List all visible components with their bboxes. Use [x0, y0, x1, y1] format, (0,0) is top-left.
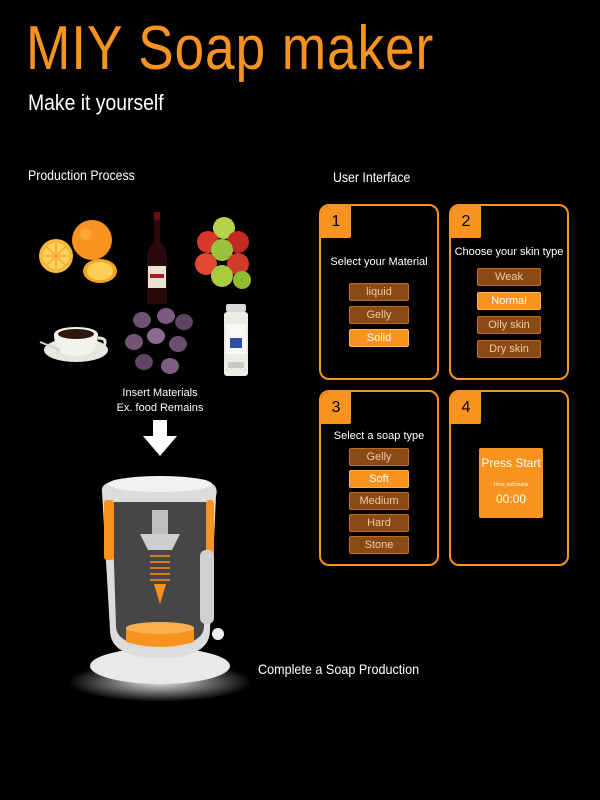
wine-bottle-image — [147, 212, 167, 304]
panel-title: Select your Material — [330, 256, 428, 268]
soap-option-medium[interactable]: Medium — [349, 492, 409, 510]
time-estimate-value: 00:00 — [495, 492, 527, 506]
panel-number: 4 — [451, 392, 481, 424]
ui-panel-1: 1 Select your Material liquid Gelly Soli… — [319, 204, 439, 380]
material-option-liquid[interactable]: liquid — [349, 283, 409, 301]
soap-maker-machine-image — [68, 476, 250, 702]
soap-option-soft[interactable]: Soft — [349, 470, 409, 488]
soap-option-gelly[interactable]: Gelly — [349, 448, 409, 466]
press-start-label: Press Start — [481, 456, 541, 470]
panel-number: 2 — [451, 206, 481, 238]
skin-option-normal[interactable]: Normal — [477, 292, 541, 310]
page-title: MIY Soap maker — [26, 14, 435, 83]
page-subtitle: Make it yourself — [28, 90, 164, 115]
material-options: liquid Gelly Solid — [321, 283, 437, 347]
panel-title: Choose your skin type — [454, 246, 564, 258]
oranges-image — [39, 220, 117, 283]
ui-panel-4: 4 Press Start time estimate 00:00 — [449, 390, 569, 566]
insert-caption-line1: Insert Materials — [122, 387, 198, 399]
material-option-gelly[interactable]: Gelly — [349, 306, 409, 324]
production-process-label: Production Process — [28, 167, 135, 183]
press-start-button[interactable]: Press Start time estimate 00:00 — [479, 448, 543, 518]
coffee-cup-image — [39, 327, 108, 362]
plums-image — [125, 308, 193, 374]
panel-number: 3 — [321, 392, 351, 424]
complete-production-caption: Complete a Soap Production — [258, 661, 420, 677]
insert-materials-caption: Insert Materials Ex. food Remains — [95, 386, 225, 416]
time-estimate-label: time estimate — [493, 482, 529, 488]
skin-option-dry[interactable]: Dry skin — [477, 340, 541, 358]
skin-option-weak[interactable]: Weak — [477, 268, 541, 286]
panel-number: 1 — [321, 206, 351, 238]
insert-caption-line2: Ex. food Remains — [116, 402, 204, 414]
soap-option-stone[interactable]: Stone — [349, 536, 409, 554]
apples-image — [195, 217, 251, 289]
user-interface-label: User Interface — [333, 169, 411, 185]
down-arrow-icon — [143, 420, 177, 456]
panel-title: Select a soap type — [333, 430, 425, 442]
ui-panel-3: 3 Select a soap type Gelly Soft Medium H… — [319, 390, 439, 566]
soap-type-options: Gelly Soft Medium Hard Stone — [321, 448, 437, 554]
material-option-solid[interactable]: Solid — [349, 329, 409, 347]
milk-bottle-image — [224, 304, 248, 376]
soap-option-hard[interactable]: Hard — [349, 514, 409, 532]
skin-option-oily[interactable]: Oily skin — [477, 316, 541, 334]
ui-panel-2: 2 Choose your skin type Weak Normal Oily… — [449, 204, 569, 380]
skin-type-options: Weak Normal Oily skin Dry skin — [451, 268, 567, 358]
